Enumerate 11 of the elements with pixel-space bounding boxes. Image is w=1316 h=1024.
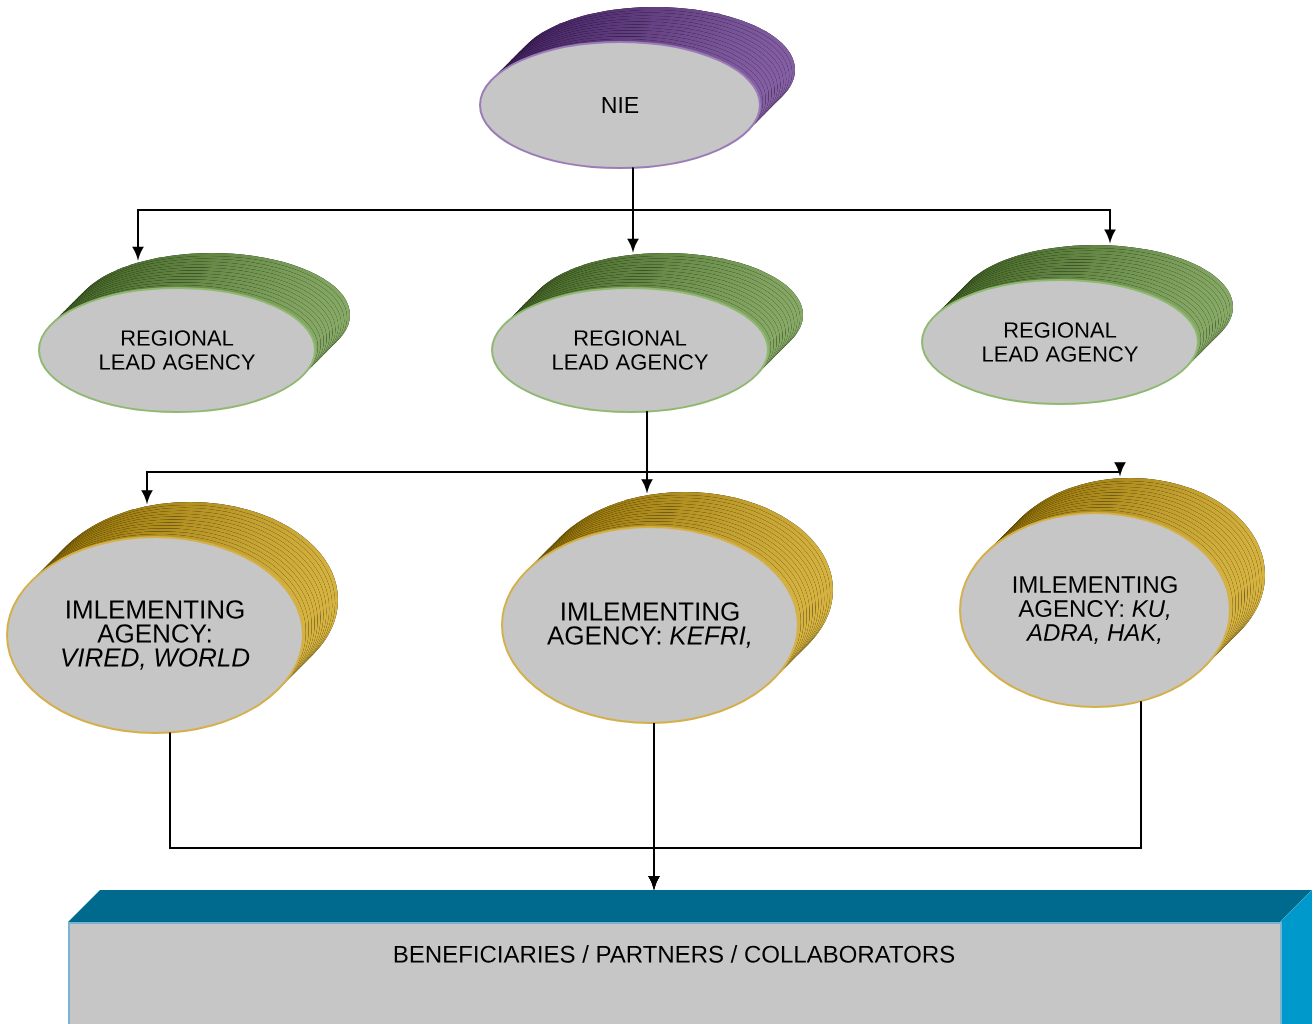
ellipse-node: IMLEMENTING AGENCY: KU, ADRA, HAK, (959, 478, 1265, 708)
beneficiaries-block: BENEFICIARIES / PARTNERS / COLLABORATORS (68, 890, 1312, 1024)
ellipse-node: REGIONAL LEAD AGENCY (491, 253, 803, 413)
arrow (648, 700, 1142, 888)
ellipse-node: REGIONAL LEAD AGENCY (921, 245, 1233, 405)
ellipse-node: REGIONAL LEAD AGENCY (38, 253, 350, 413)
ellipse-node: IMLEMENTING AGENCY: KEFRI, (501, 492, 833, 724)
arrow (632, 166, 1116, 241)
ellipse-node: NIE (479, 7, 795, 169)
arrow (646, 410, 1126, 474)
ellipse-node: IMLEMENTING AGENCY: VIRED, WORLD (6, 502, 338, 734)
